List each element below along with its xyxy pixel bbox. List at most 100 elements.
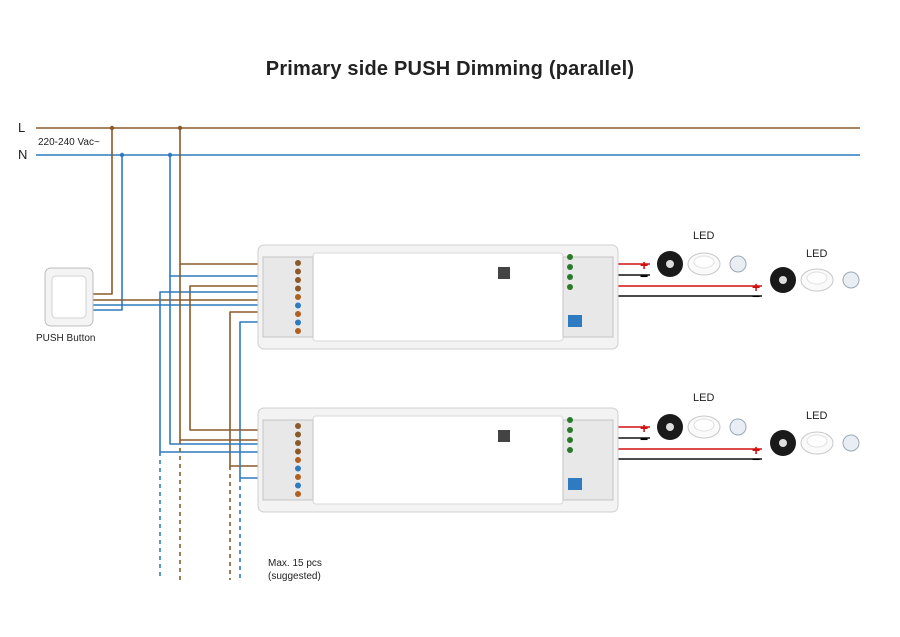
driver-housing [257, 407, 619, 513]
neutral-label: N [18, 147, 28, 162]
output-terminal [567, 447, 573, 453]
plus-sign-4: + [752, 442, 760, 458]
push-button-body [44, 267, 94, 327]
driver2-line-in [179, 264, 300, 441]
line-label: L [18, 120, 26, 135]
led-strip-reel [657, 251, 683, 277]
output-terminal [567, 427, 573, 433]
max-units-line2: (suggested) [268, 571, 321, 582]
junction-dot [109, 125, 115, 131]
junction-dot [167, 152, 173, 158]
led-load-4 [770, 430, 860, 456]
downlight-lens [693, 418, 715, 432]
led-driver-1 [257, 244, 619, 350]
push-button [44, 267, 94, 327]
input-terminal [295, 440, 301, 446]
input-terminal [295, 491, 301, 497]
output-terminal-block [562, 256, 614, 338]
downlight [800, 268, 834, 292]
input-terminal [295, 260, 301, 266]
wires [36, 125, 860, 580]
junction-dot [177, 125, 183, 131]
minus-sign-4: − [752, 451, 760, 467]
output-terminal [567, 437, 573, 443]
chain-mains-line [189, 285, 300, 431]
led-driver-2 [257, 407, 619, 513]
led-strip-reel [770, 267, 796, 293]
downlight-lens [806, 434, 828, 448]
downlight-lens [806, 271, 828, 285]
input-terminal [295, 474, 301, 480]
dip-switch [568, 315, 582, 327]
voltage-label: 220-240 Vac~ [38, 137, 100, 148]
driver-cover [312, 252, 564, 342]
input-terminal-block [262, 419, 314, 501]
input-terminal [295, 423, 301, 429]
driver2-neutral-in [169, 276, 300, 445]
driver-housing [257, 244, 619, 350]
output-terminal [567, 274, 573, 280]
led-strip-reel [657, 414, 683, 440]
input-terminal [295, 328, 301, 334]
driver1-line-in [179, 128, 300, 265]
output-terminal [567, 284, 573, 290]
spot-lamp [842, 271, 860, 289]
input-terminal [295, 285, 301, 292]
led-label-1: LED [693, 230, 715, 242]
chain-mains-neutral [159, 291, 300, 453]
input-terminal [295, 311, 301, 317]
led-strip-hub [779, 439, 787, 447]
driver1-neutral-in [169, 155, 300, 277]
push-button-label: PUSH Button [36, 333, 96, 344]
qr-code [498, 267, 510, 279]
input-terminal [295, 277, 301, 283]
minus-sign-3: − [640, 431, 648, 447]
output-terminal [567, 254, 573, 260]
qr-code [498, 430, 510, 442]
spot-lamp [729, 418, 747, 436]
junction-dot [119, 152, 125, 158]
spot-lamp [842, 434, 860, 452]
max-units-line1: Max. 15 pcs [268, 558, 322, 569]
input-terminal [295, 482, 301, 489]
led-label-3: LED [693, 392, 715, 404]
led-label-2: LED [806, 248, 828, 260]
input-terminal [295, 448, 301, 455]
input-terminal [295, 268, 301, 275]
push-feed-neutral [92, 155, 123, 311]
plus-sign-1: + [640, 257, 648, 273]
downlight [687, 415, 721, 439]
input-terminal [295, 465, 301, 472]
output-terminal [567, 417, 573, 423]
input-terminal [295, 431, 301, 438]
plus-sign-3: + [640, 420, 648, 436]
downlight [687, 252, 721, 276]
led-load-2 [770, 267, 860, 293]
minus-sign-2: − [752, 288, 760, 304]
led-loads [657, 251, 860, 456]
input-terminal [295, 294, 301, 300]
led-strip-hub [779, 276, 787, 284]
input-terminal-block [262, 256, 314, 338]
input-terminal [295, 319, 301, 326]
led-strip-hub [666, 423, 674, 431]
chain-push-neutral [239, 321, 300, 479]
downlight [800, 431, 834, 455]
input-terminal [295, 302, 301, 309]
chain-push-line [229, 311, 300, 467]
dip-switch [568, 478, 582, 490]
driver-cover [312, 415, 564, 505]
output-terminal-block [562, 419, 614, 501]
spot-lamp [729, 255, 747, 273]
led-strip-reel [770, 430, 796, 456]
led-strip-hub [666, 260, 674, 268]
led-label-4: LED [806, 410, 828, 422]
output-terminal [567, 264, 573, 270]
diagram-title: Primary side PUSH Dimming (parallel) [265, 58, 635, 80]
led-load-1 [657, 251, 747, 277]
drivers [257, 244, 619, 513]
plus-sign-2: + [752, 279, 760, 295]
input-terminal [295, 457, 301, 463]
push-button-rocker [51, 275, 87, 319]
